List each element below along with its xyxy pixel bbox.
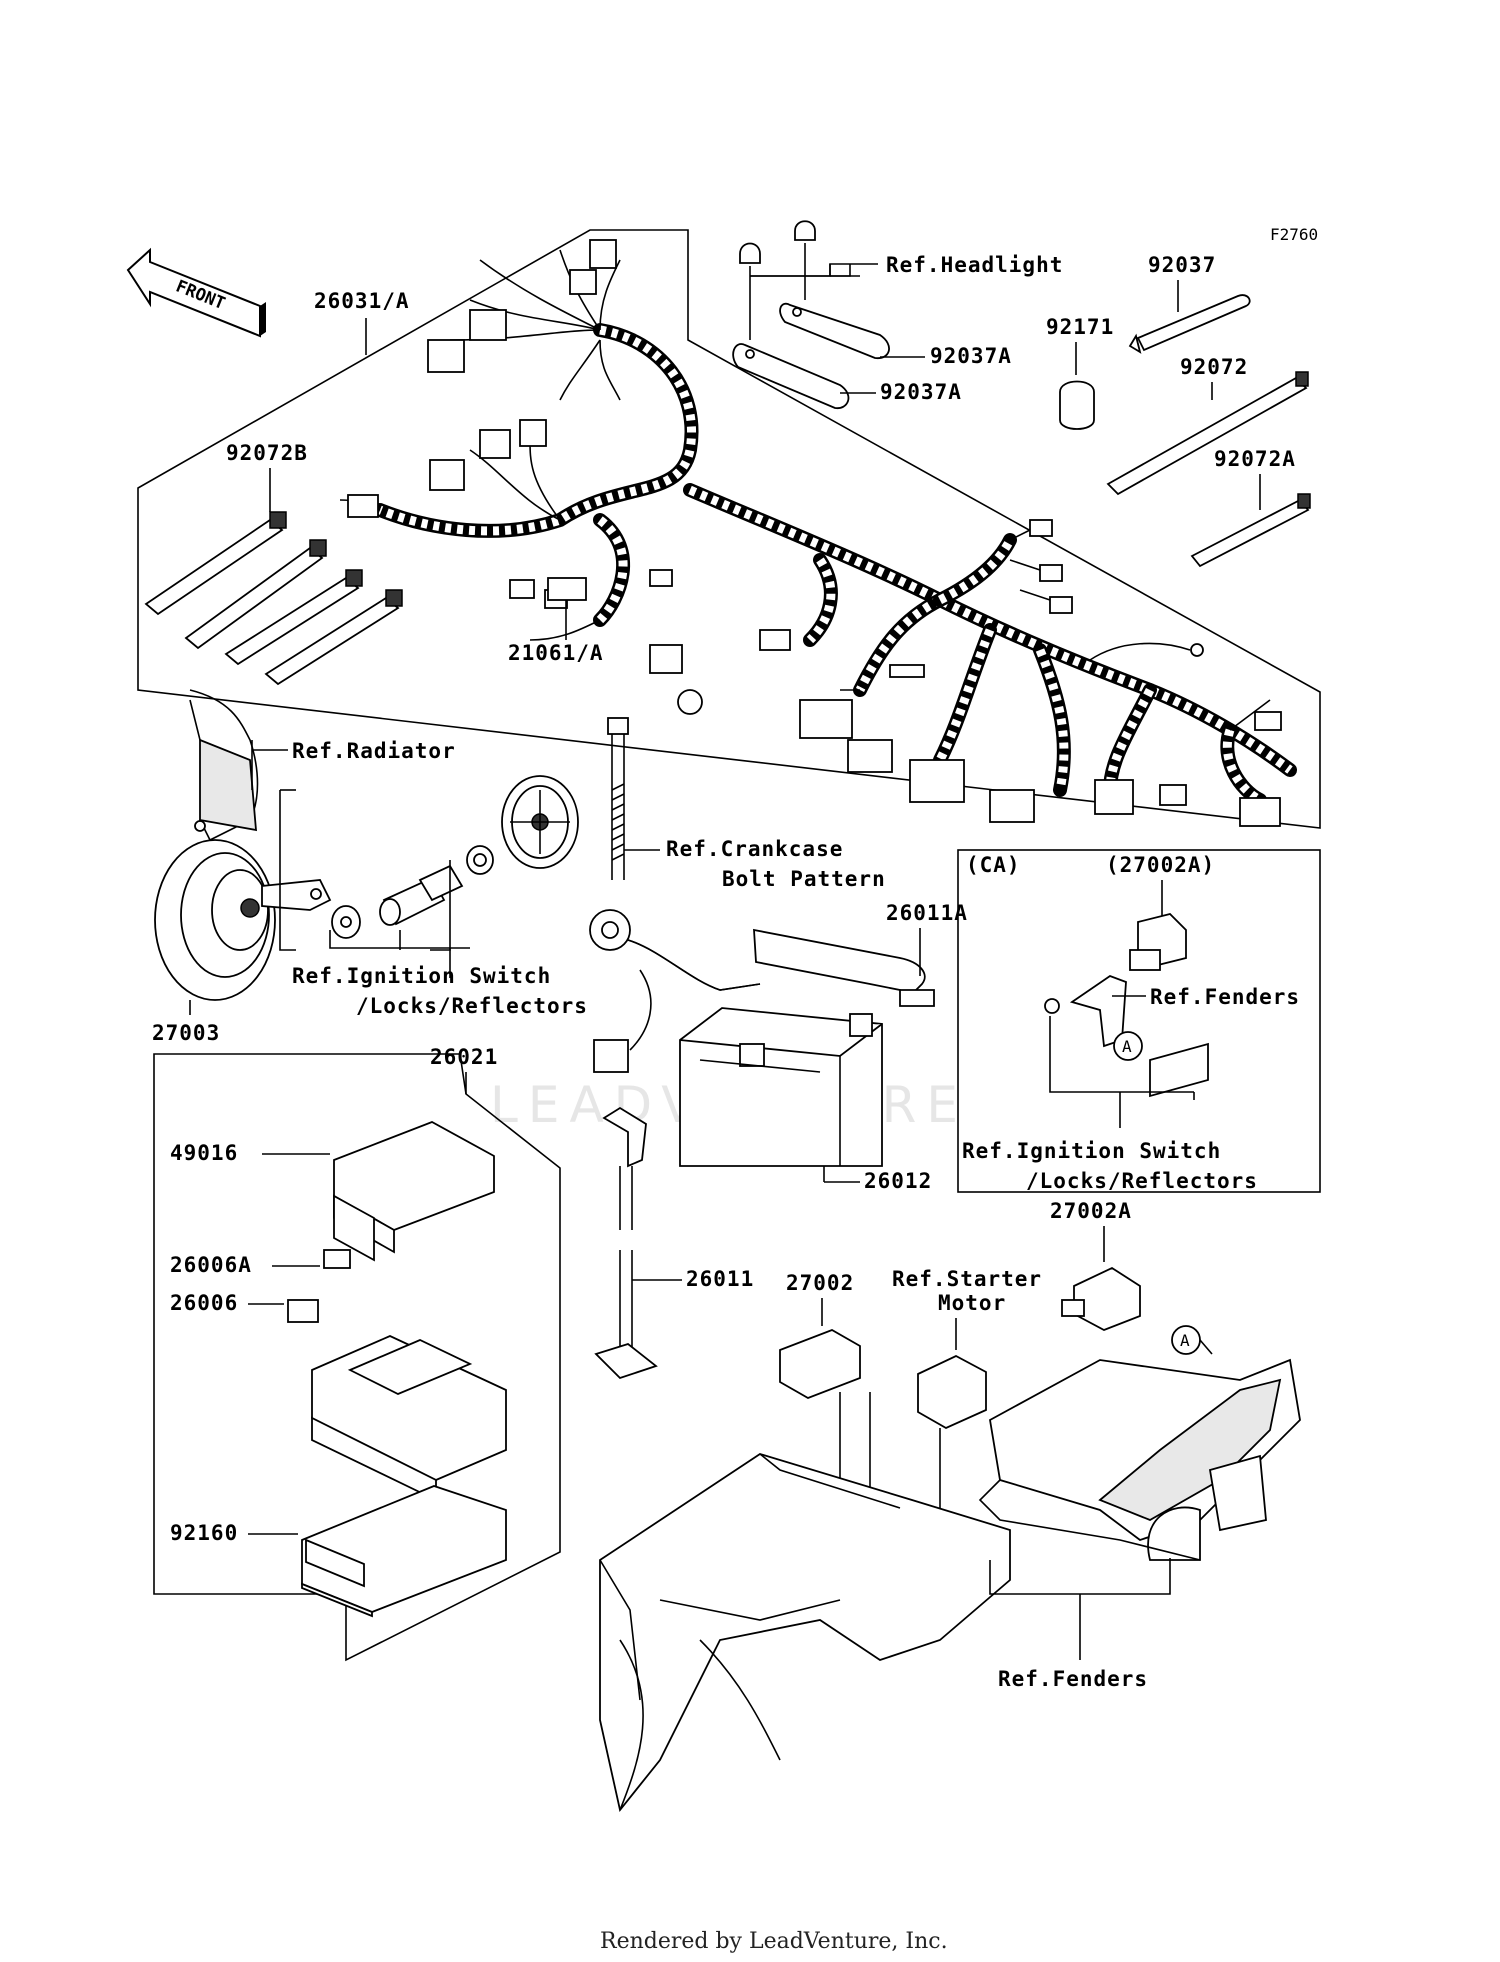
battery-tray (599, 1453, 1011, 1813)
part-26011-icon (594, 1106, 658, 1380)
label-26021: 26021 (430, 1045, 498, 1069)
label-92072: 92072 (1180, 355, 1248, 379)
label-26006: 26006 (170, 1291, 238, 1315)
label-27002a-paren: (27002A) (1106, 853, 1215, 877)
label-27002: 27002 (786, 1271, 854, 1295)
label-26011: 26011 (686, 1267, 754, 1291)
label-21061a: 21061/A (508, 641, 604, 665)
label-ref-ign-1-a: Ref.Ignition Switch (292, 964, 551, 988)
part-92037-icon (1136, 294, 1251, 352)
label-ca: (CA) (966, 853, 1021, 877)
label-ref-starter-a: Ref.Starter (892, 1267, 1042, 1291)
label-92037a-1: 92037A (930, 344, 1012, 368)
footer-credit: Rendered by LeadVenture, Inc. (600, 1929, 948, 1954)
figure-code: F2760 (1270, 225, 1318, 244)
front-arrow-icon: FRONT (126, 247, 266, 338)
part-27002-icon (779, 1329, 861, 1399)
part-92072a-icon (1190, 498, 1310, 568)
label-ref-crankcase-a: Ref.Crankcase (666, 837, 843, 861)
part-21061a-icon (547, 577, 587, 601)
label-ref-ign-1-b: /Locks/Reflectors (356, 994, 588, 1018)
label-92160: 92160 (170, 1521, 238, 1545)
label-ref-ign-2-a: Ref.Ignition Switch (962, 1139, 1221, 1163)
label-ref-starter-b: Motor (938, 1291, 1006, 1315)
horn-assembly (154, 689, 579, 1001)
callout-a-2: A (1180, 1331, 1190, 1350)
label-ref-headlight: Ref.Headlight (886, 253, 1063, 277)
label-27003: 27003 (152, 1021, 220, 1045)
label-ref-fenders-2: Ref.Fenders (998, 1667, 1148, 1691)
ca-parts (1044, 913, 1209, 1098)
tie-wraps-92072b (144, 511, 403, 686)
label-26012: 26012 (864, 1169, 932, 1193)
part-92171-icon (1059, 380, 1095, 430)
part-27002a-icon (1073, 1266, 1141, 1331)
label-ref-ign-2-b: /Locks/Reflectors (1026, 1169, 1258, 1193)
headlight-parts (732, 220, 890, 409)
fusebox-panel (153, 1053, 561, 1662)
ca-box (957, 849, 1321, 1193)
fusebox-parts (287, 1121, 507, 1618)
label-92171: 92171 (1046, 315, 1114, 339)
label-49016: 49016 (170, 1141, 238, 1165)
callout-a-1: A (1122, 1037, 1132, 1056)
label-26006a: 26006A (170, 1253, 252, 1277)
starter-relay-icon (917, 1354, 987, 1430)
label-92072a: 92072A (1214, 447, 1296, 471)
callout-a-1-icon (1113, 1031, 1143, 1061)
label-ref-fenders-1: Ref.Fenders (1150, 985, 1300, 1009)
rear-fender (978, 1358, 1301, 1561)
label-92072b: 92072B (226, 441, 308, 465)
label-26011a: 26011A (886, 901, 968, 925)
label-ref-radiator: Ref.Radiator (292, 739, 456, 763)
label-26031a: 26031/A (314, 289, 410, 313)
label-92037: 92037 (1148, 253, 1216, 277)
label-ref-crankcase-b: Bolt Pattern (722, 867, 886, 891)
battery-assembly (589, 717, 935, 1167)
wiring-harness-panel (137, 229, 1321, 829)
label-27002a: 27002A (1050, 1199, 1132, 1223)
part-92072-icon (1106, 376, 1308, 496)
label-92037a-2: 92037A (880, 380, 962, 404)
